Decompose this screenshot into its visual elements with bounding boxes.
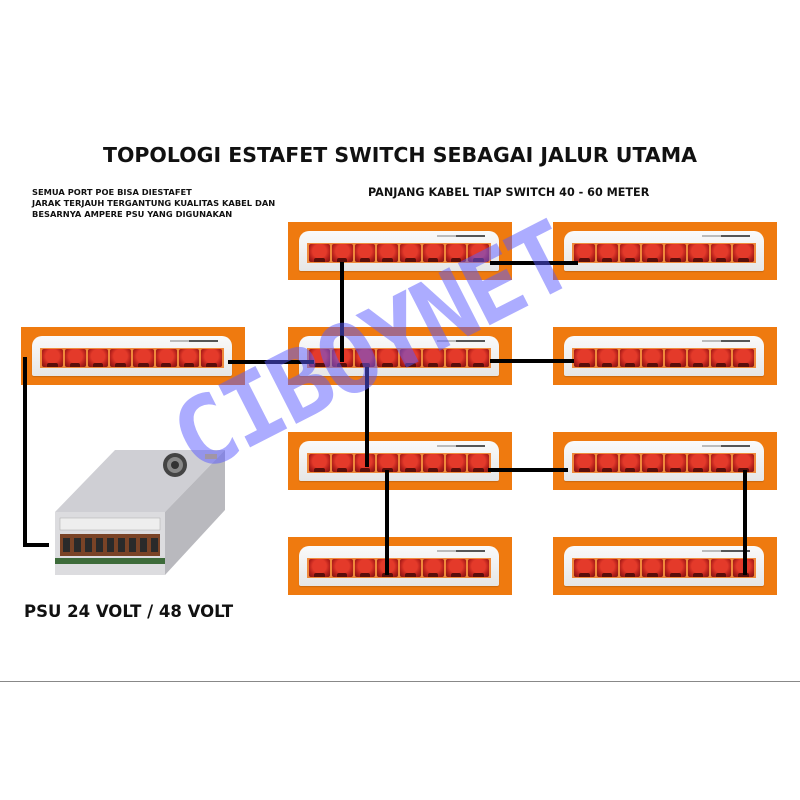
- switch-row3-center: [288, 432, 512, 490]
- divider-line: [0, 681, 800, 682]
- cable-psu-horizontal: [23, 543, 49, 547]
- note-line: SEMUA PORT POE BISA DIESTAFET: [32, 187, 192, 197]
- cable-top-to-mid: [340, 262, 344, 362]
- psu-label: PSU 24 VOLT / 48 VOLT: [24, 602, 234, 621]
- note-line: JARAK TERJAUH TERGANTUNG KUALITAS KABEL …: [32, 198, 276, 208]
- psu-icon: [55, 450, 225, 575]
- switch-mid-right: [553, 327, 777, 385]
- cable-row3-to-bottom-center: [385, 470, 389, 575]
- cable-mid-center-to-right: [490, 359, 574, 363]
- switch-row3-right: [553, 432, 777, 490]
- cable-top-center-to-right: [490, 261, 578, 265]
- cable-row3-center-to-right: [488, 468, 568, 472]
- switch-mid-center: [288, 327, 512, 385]
- switch-top-right: [553, 222, 777, 280]
- switch-top-center: [288, 222, 512, 280]
- switch-left: [21, 327, 245, 385]
- note-line: BESARNYA AMPERE PSU YANG DIGUNAKAN: [32, 209, 233, 219]
- cable-length-label: PANJANG KABEL TIAP SWITCH 40 - 60 METER: [368, 186, 650, 199]
- notes-block: SEMUA PORT POE BISA DIESTAFET JARAK TERJ…: [32, 187, 275, 220]
- diagram-title: TOPOLOGI ESTAFET SWITCH SEBAGAI JALUR UT…: [103, 143, 697, 167]
- cable-row3-to-bottom-right: [743, 470, 747, 575]
- switch-bottom-right: [553, 537, 777, 595]
- psu-unit-image: [55, 450, 225, 580]
- cable-left-to-mid: [228, 360, 314, 364]
- switch-bottom-center: [288, 537, 512, 595]
- cable-mid-to-row3: [365, 367, 369, 467]
- cable-psu-vertical: [23, 357, 27, 547]
